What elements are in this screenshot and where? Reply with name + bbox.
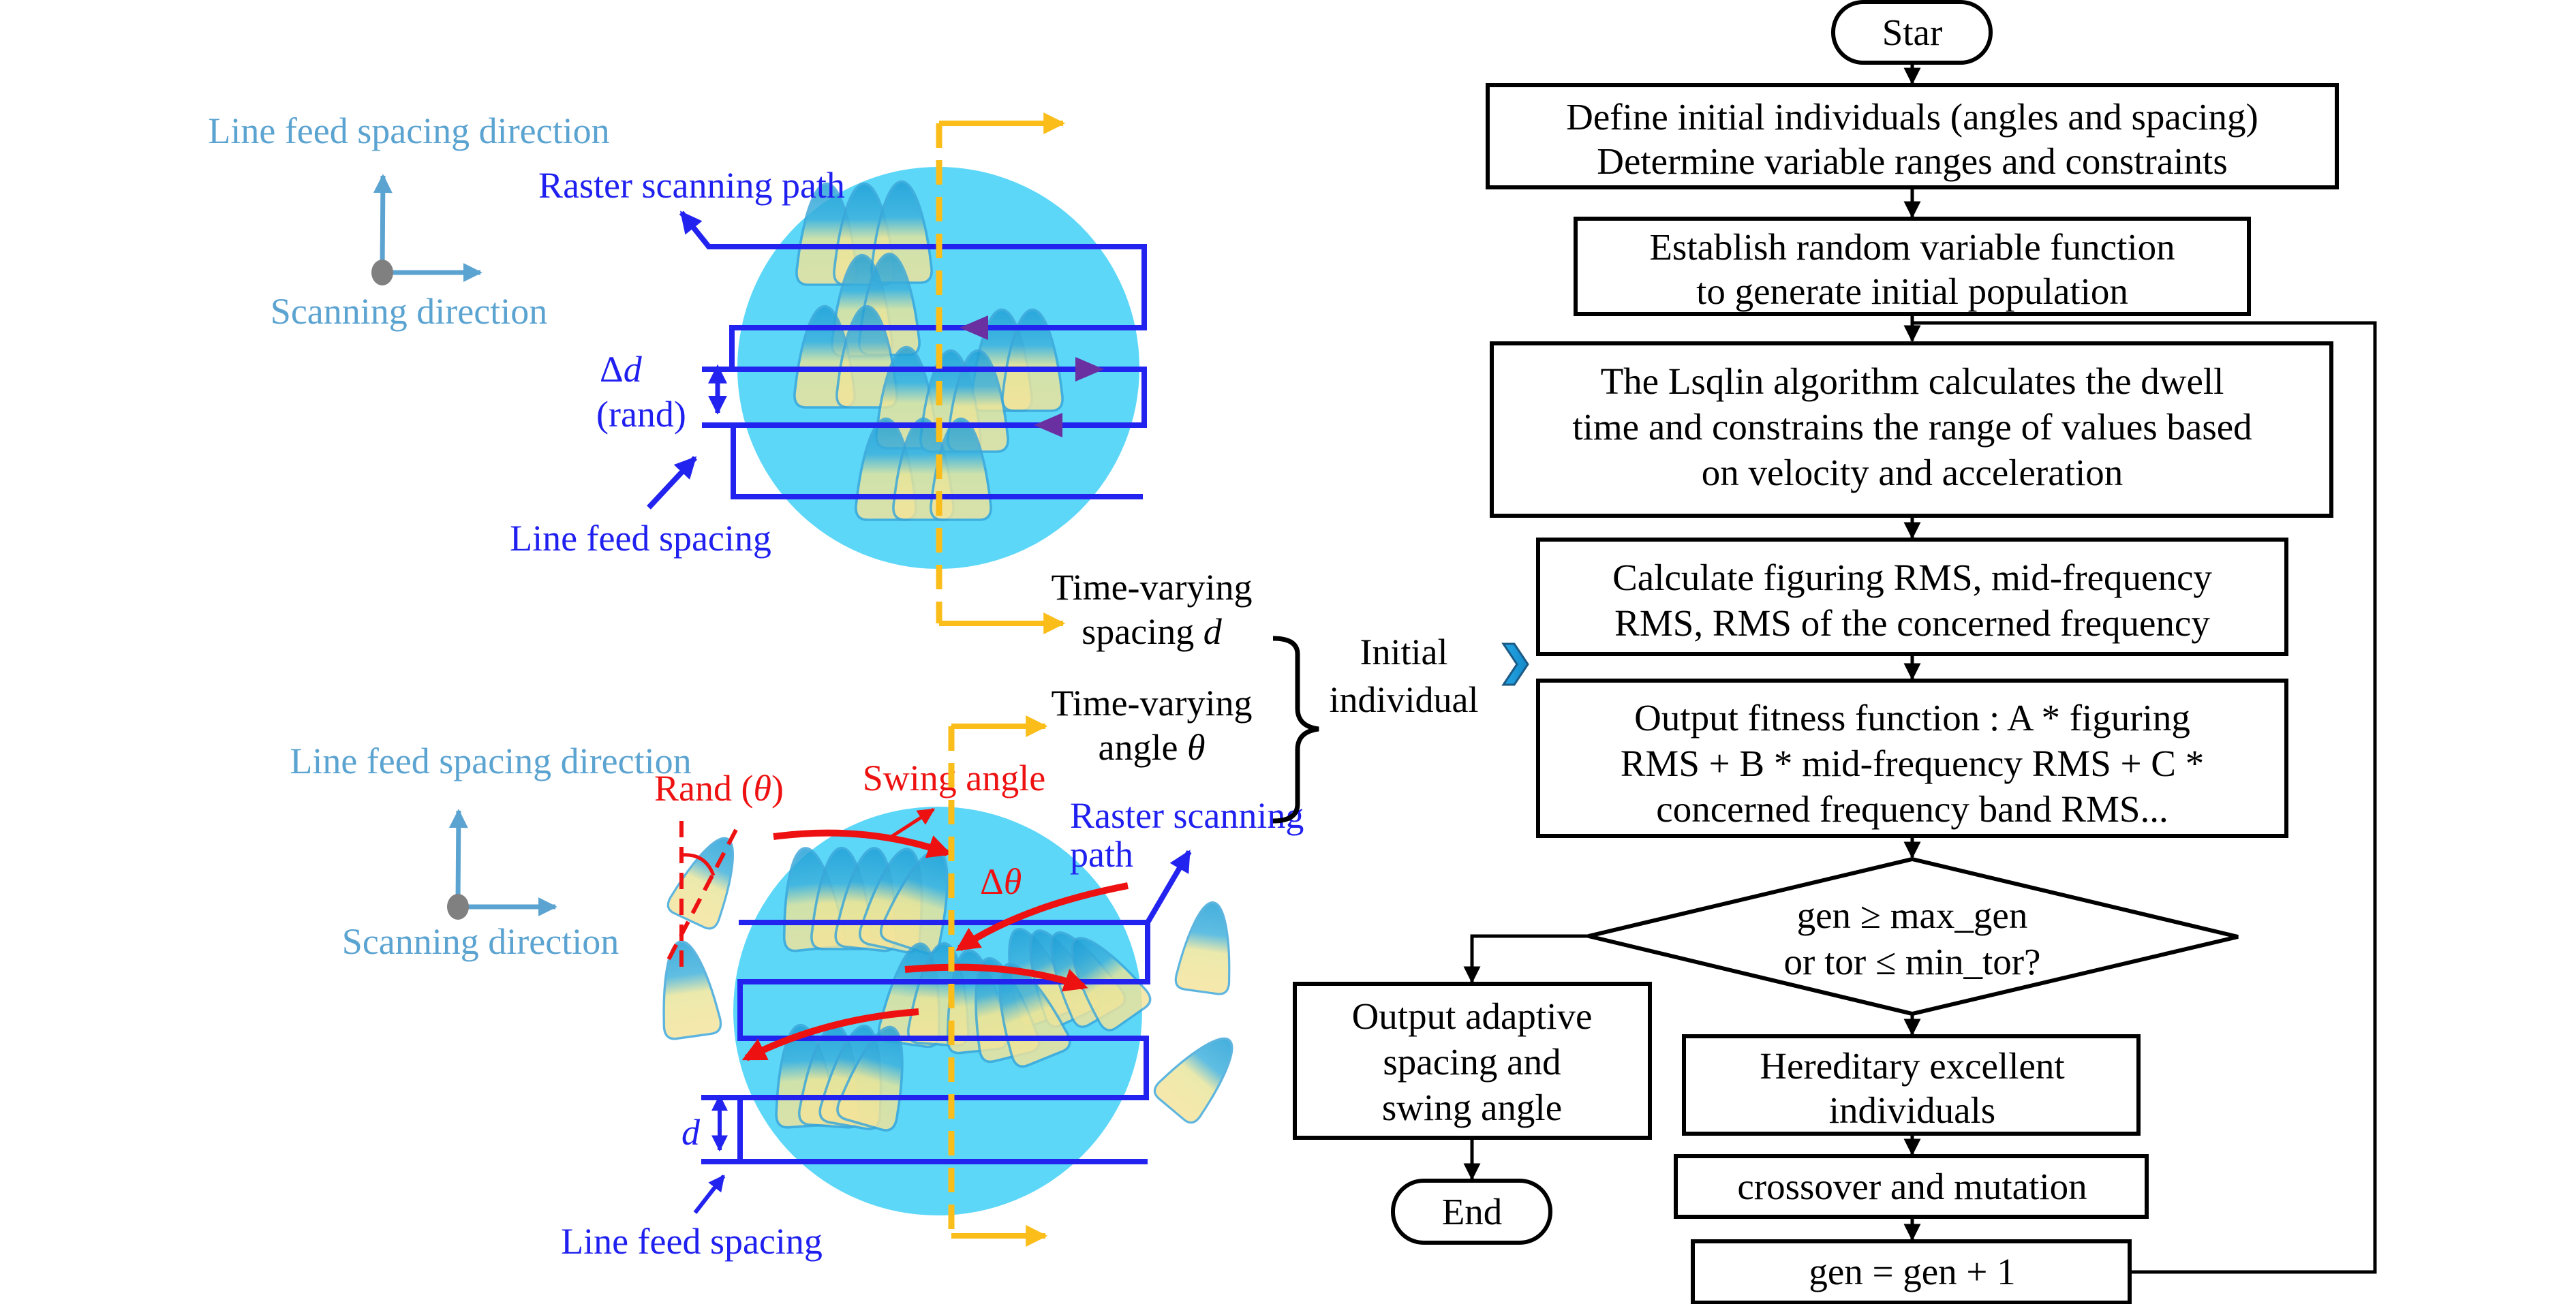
delta-theta-label: Δθ — [980, 861, 1022, 902]
bottom-raster-label-line1: Raster scanning — [1070, 795, 1304, 836]
bottom-raster-path — [737, 920, 1150, 1164]
bottom-line-feed-pointer — [693, 1175, 726, 1214]
start-label: Star — [1882, 12, 1943, 53]
decision-line1: gen ≥ max_gen — [1797, 895, 2028, 936]
increment-box — [1691, 1239, 2132, 1304]
calculate-box — [1536, 538, 2288, 656]
lsqlin-line3: on velocity and acceleration — [1702, 452, 2123, 493]
top-axes: Line feed spacing direction Scanning dir… — [208, 110, 609, 332]
fitness-line3: concerned frequency band RMS... — [1656, 788, 2168, 830]
hereditary-line1: Hereditary excellent — [1760, 1045, 2064, 1087]
swing-angle-pointer — [888, 807, 936, 840]
d-label: d — [681, 1112, 701, 1153]
direction-marker-left-2 — [1034, 413, 1062, 437]
angle-label-line2: angle θ — [1099, 727, 1206, 768]
tool-footprint — [1173, 897, 1242, 997]
initial-individual-group: Time-varying spacing d Time-varying angl… — [1052, 567, 1529, 824]
establish-box — [1574, 217, 2251, 316]
top-line-feed-label: Line feed spacing — [510, 518, 771, 559]
axis-origin-dot — [447, 894, 469, 920]
chevron-right-icon — [1501, 642, 1529, 686]
tool-footprint — [651, 936, 724, 1042]
bottom-axes: Line feed spacing direction Scanning dir… — [290, 741, 691, 962]
fitness-line1: Output fitness function : A * figuring — [1634, 697, 2190, 739]
swing-arc-1 — [773, 829, 952, 858]
crossover-box — [1674, 1154, 2149, 1219]
axis-up-arrow — [448, 809, 468, 903]
direction-marker-right — [1075, 357, 1104, 382]
bottom-raster-label-line2: path — [1070, 834, 1133, 875]
establish-line1: Establish random variable function — [1649, 226, 2175, 268]
rand-theta-label: Rand (θ) — [654, 768, 784, 809]
end-label: End — [1442, 1191, 1503, 1232]
tool-footprint — [1150, 1021, 1251, 1128]
initial-label-line2: individual — [1330, 679, 1479, 720]
bottom-panel: Line feed spacing direction Scanning dir… — [290, 715, 1304, 1262]
bottom-axis-x-label: Scanning direction — [342, 921, 619, 962]
define-line2: Determine variable ranges and constraint… — [1597, 140, 2227, 182]
hereditary-line2: individuals — [1829, 1089, 1995, 1131]
rand-theta-angle-arc — [681, 853, 716, 876]
delta-d-label: Δd — [600, 349, 643, 390]
direction-marker-left — [960, 315, 988, 340]
swing-arc-4 — [741, 1008, 919, 1061]
end-terminal — [1391, 1179, 1552, 1245]
swing-arc-3 — [904, 963, 1088, 992]
top-raster-label: Raster scanning path — [538, 165, 845, 206]
lsqlin-box — [1490, 341, 2333, 518]
fitness-line2: RMS + B * mid-frequency RMS + C * — [1621, 743, 2205, 784]
output-line1: Output adaptive — [1352, 995, 1593, 1037]
curly-brace — [1272, 636, 1319, 824]
lsqlin-line1: The Lsqlin algorithm calculates the dwel… — [1601, 360, 2224, 402]
bottom-axis-y-label: Line feed spacing direction — [290, 741, 691, 781]
hereditary-box — [1682, 1034, 2141, 1136]
crossover-label: crossover and mutation — [1737, 1166, 2087, 1207]
decision-diamond — [1588, 856, 2239, 1016]
top-axis-x-label: Scanning direction — [271, 291, 547, 332]
establish-line2: to generate initial population — [1696, 270, 2128, 312]
output-box — [1293, 982, 1652, 1140]
lsqlin-line2: time and constrains the range of values … — [1572, 406, 2252, 448]
feedback-loop-line — [1912, 321, 2377, 1274]
top-panel: Line feed spacing direction Scanning dir… — [208, 110, 1147, 634]
top-raster-path — [729, 244, 1147, 499]
define-line1: Define initial individuals (angles and s… — [1566, 96, 2258, 138]
spacing-label-line2: spacing d — [1082, 611, 1222, 652]
bottom-line-feed-label: Line feed spacing — [561, 1221, 823, 1262]
axis-origin-dot — [371, 260, 393, 285]
output-line2: spacing and — [1383, 1041, 1561, 1083]
top-raster-pointer — [679, 211, 732, 249]
swing-arc-2 — [955, 882, 1129, 952]
axis-up-arrow — [373, 174, 393, 270]
calculate-line1: Calculate figuring RMS, mid-frequency — [1612, 557, 2212, 598]
increment-label: gen = gen + 1 — [1809, 1251, 2015, 1292]
initial-label-line1: Initial — [1360, 632, 1448, 672]
spacing-label-line1: Time-varying — [1052, 567, 1253, 608]
line-feed-pointer — [647, 456, 697, 510]
arrow-decision-output — [1463, 934, 1589, 984]
bottom-raster-pointer — [1145, 850, 1192, 925]
calculate-line2: RMS, RMS of the concerned frequency — [1614, 602, 2210, 644]
angle-label-line1: Time-varying — [1052, 683, 1253, 724]
output-line3: swing angle — [1382, 1087, 1562, 1128]
decision-line2: or tor ≤ min_tor? — [1784, 941, 2041, 982]
delta-d-note: (rand) — [596, 394, 686, 435]
top-axis-y-label: Line feed spacing direction — [208, 110, 609, 151]
flowchart: Star Define initial individuals (angles … — [1293, 0, 2377, 1304]
